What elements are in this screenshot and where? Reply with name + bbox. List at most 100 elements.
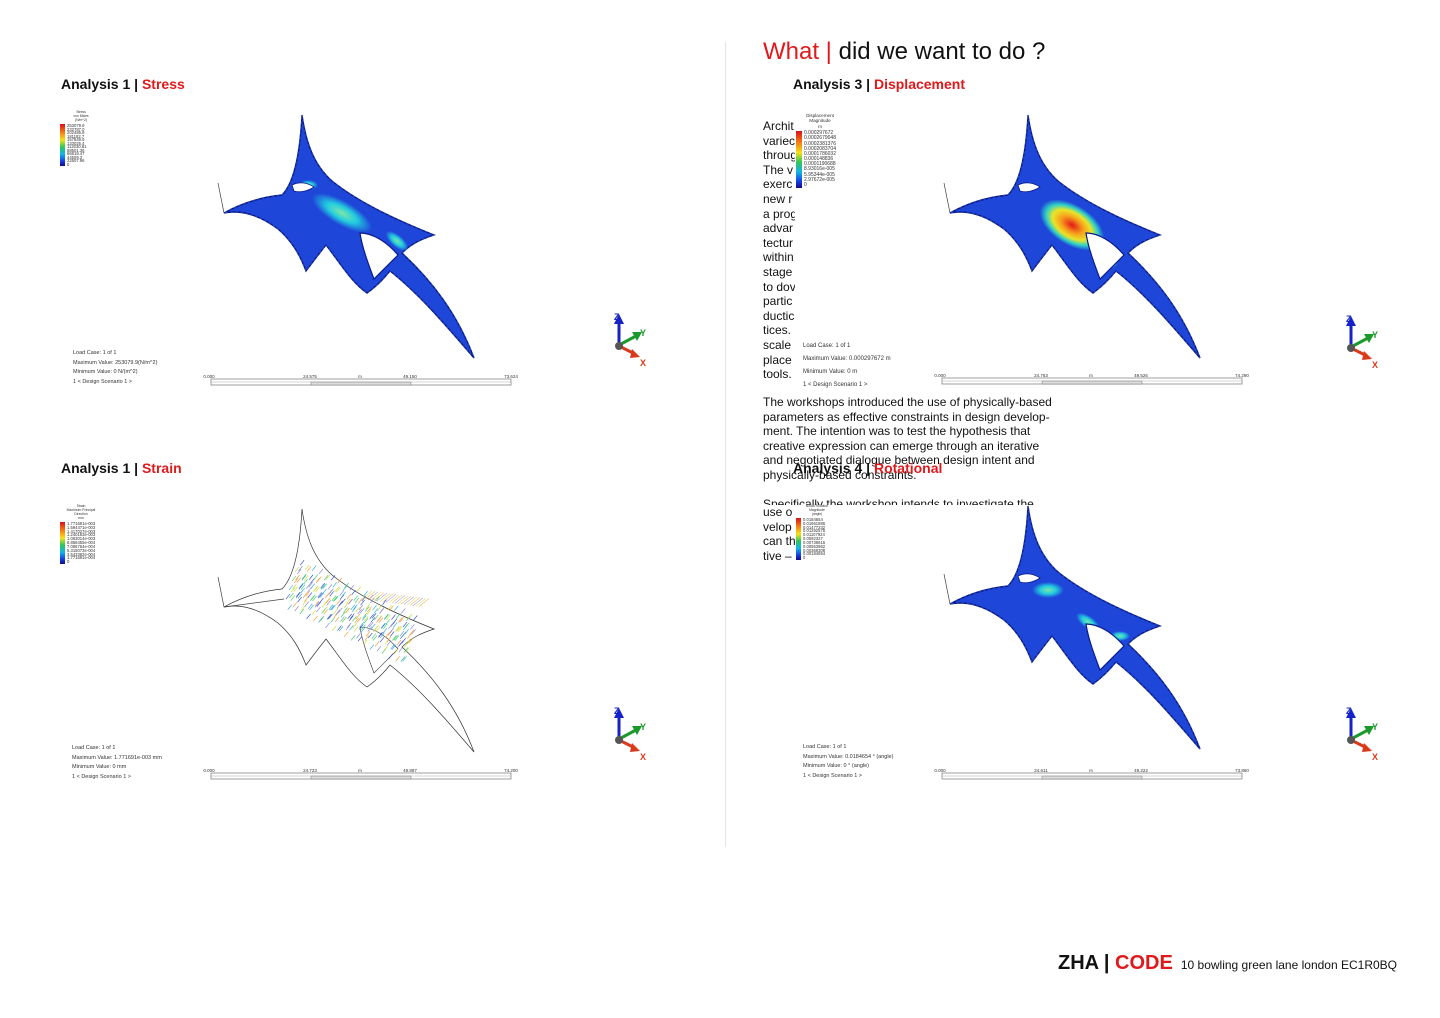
strain-vector (336, 603, 342, 609)
origin-dot (615, 736, 623, 744)
strain-vector (302, 600, 307, 606)
strain-vector (389, 627, 394, 634)
legend-color-bar (796, 131, 802, 189)
strain-vector (402, 621, 408, 628)
strain-vector (333, 612, 339, 618)
strain-vector (361, 624, 366, 631)
strain-vector (293, 578, 299, 584)
strain-vector (350, 613, 355, 619)
strain-vector (315, 586, 320, 593)
intro-line: The v (763, 162, 794, 177)
strain-vector (386, 636, 391, 643)
strain-vector (334, 595, 339, 602)
strain-vector (385, 632, 390, 638)
strain-vector (388, 653, 394, 659)
strain-vector (374, 614, 379, 621)
strain-vector (395, 613, 401, 619)
strain-vector (356, 617, 362, 623)
strain-vector (349, 625, 354, 631)
membrane-outline (223, 508, 475, 753)
strain-vector (320, 615, 325, 622)
scale-tick-label: m (358, 374, 362, 379)
legend-value: 253079.9 (67, 123, 85, 128)
legend-color-bar (796, 518, 801, 560)
legend-title-line: mm (78, 516, 84, 520)
strain-vector (301, 605, 306, 611)
analysis-1-strain-heading: Analysis 1 | Strain (61, 460, 182, 476)
x-label: X (640, 358, 646, 368)
x-axis-head (1362, 351, 1372, 360)
strain-vector (391, 644, 397, 650)
strain-vector (317, 591, 322, 598)
intro-line: variec (763, 133, 795, 148)
strain-vector (291, 575, 297, 582)
strain-vector (370, 597, 375, 604)
strain-vector (326, 614, 332, 620)
strain-vector (407, 633, 412, 639)
strain-vector (312, 586, 318, 593)
strain-vector (297, 593, 303, 599)
strain-vector (352, 622, 358, 629)
workshops-line: and negotiated dialogue between design i… (763, 453, 1035, 468)
legend-value: 0.000297672 (804, 130, 834, 137)
legend-value: 3.543382e-004 (67, 551, 96, 557)
strain-vector (378, 632, 383, 638)
strain-vector (310, 578, 315, 584)
strain-vector (345, 607, 350, 614)
y-axis-arrow (1352, 336, 1369, 348)
z-axis-head (1346, 708, 1356, 718)
x-label: X (640, 752, 646, 762)
strain-vector (392, 635, 397, 641)
strain-vector (329, 591, 334, 597)
strain-vector (374, 641, 380, 647)
strain-vector (327, 584, 333, 590)
strain-vector (341, 591, 346, 597)
strain-vector (388, 623, 393, 629)
strain-vector (383, 645, 388, 652)
scale-tick-label: 0.000 (934, 373, 946, 378)
strain-vector (348, 598, 353, 605)
strain-vector (288, 584, 294, 591)
legend-value: 0.00738616 (803, 539, 826, 545)
legend-value: 44509.3 (67, 154, 83, 160)
strain-vector (341, 598, 346, 604)
strain-vector (296, 577, 301, 583)
strain-vector (337, 625, 342, 631)
legend-value: 0.0092327 (803, 536, 823, 542)
strain-vector (304, 596, 309, 602)
strain-vector (329, 588, 334, 595)
strain-vector (376, 592, 388, 602)
legend-value: 22507.96 (67, 158, 85, 163)
axis-triad-icon: ZYX (1346, 706, 1378, 762)
strain-vector (342, 616, 347, 623)
strain-vector (410, 624, 415, 630)
strain-vector (371, 613, 377, 619)
specifically-line: velop (763, 519, 792, 534)
strain-vector (364, 591, 376, 600)
strain-vector (360, 627, 366, 633)
legend-title-line: Magnitude (809, 508, 825, 512)
strain-vector (359, 621, 364, 628)
strain-vector (380, 623, 386, 629)
intro-line: tools. (763, 367, 792, 382)
x-axis-head (1362, 743, 1372, 752)
strain-vector (373, 626, 378, 632)
legend-value: 0 (803, 555, 806, 561)
strain-vector (382, 599, 387, 605)
strain-vector (323, 575, 329, 581)
legend-title-line: Magnitude (809, 118, 831, 124)
strain-vector (379, 608, 384, 614)
strain-vector (311, 565, 317, 571)
strain-vector (392, 618, 397, 625)
legend-value: 0.01661886 (803, 520, 826, 526)
stress-hotspot (311, 193, 373, 233)
strain-vector (342, 585, 348, 591)
strain-vector (364, 635, 370, 641)
strain-vector (359, 624, 364, 630)
legend-title-line: von Mises (73, 114, 89, 118)
load-case-line: Load Case: 1 of 1 (803, 343, 851, 349)
